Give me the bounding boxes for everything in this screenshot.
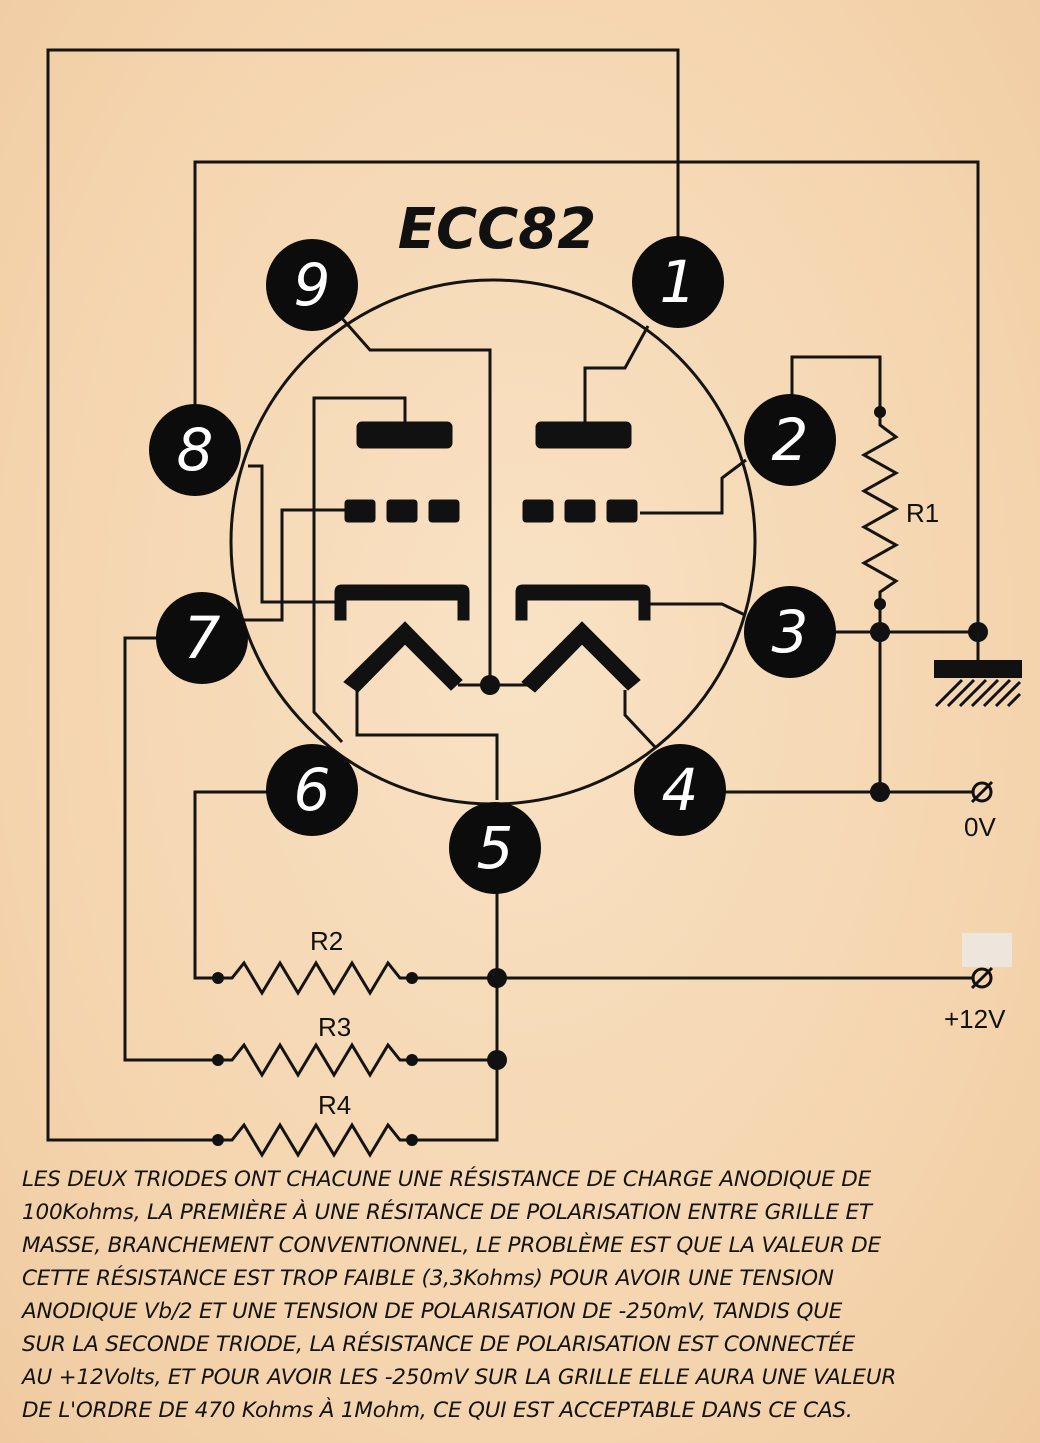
wire-cathode-right xyxy=(650,602,746,617)
note-line: SUR LA SECONDE TRIODE, LA RÉSISTANCE DE … xyxy=(22,1332,856,1357)
pin-5-label: 5 xyxy=(477,814,514,882)
note-line: CETTE RÉSISTANCE EST TROP FAIBLE (3,3Koh… xyxy=(22,1266,834,1291)
wire-anode-left xyxy=(312,396,407,744)
wire-pin9-heater-center xyxy=(338,315,492,685)
wire-pin5-bus xyxy=(415,890,499,1142)
pin-8-label: 8 xyxy=(177,416,214,484)
pin-1: 1 xyxy=(632,236,724,328)
r1-end-top xyxy=(874,406,886,418)
junction-12v xyxy=(487,968,507,988)
resistor-r4 xyxy=(218,1122,412,1158)
wire-cathode-left xyxy=(248,464,340,604)
resistor-r1 xyxy=(860,412,900,605)
grid-left-3 xyxy=(428,499,460,523)
pin-4: 4 xyxy=(634,744,726,836)
wire-pin7-r3 xyxy=(123,636,215,1062)
pin-7-label: 7 xyxy=(184,604,221,672)
note-line: MASSE, BRANCHEMENT CONVENTIONNEL, LE PRO… xyxy=(22,1233,881,1258)
pin-9: 9 xyxy=(266,239,358,331)
wire-pin2-r1 xyxy=(790,355,882,410)
grid-right-3 xyxy=(606,499,638,523)
pin-3-label: 3 xyxy=(772,598,809,666)
terminal-12v-label: +12V xyxy=(944,1004,1006,1034)
tube-envelope xyxy=(229,278,757,806)
note-line: AU +12Volts, ET POUR AVOIR LES -250mV SU… xyxy=(22,1365,897,1390)
grid-left-2 xyxy=(386,499,418,523)
anode-right xyxy=(535,421,632,449)
anode-left xyxy=(356,421,453,449)
background-patch xyxy=(962,933,1012,967)
r4-end-right xyxy=(406,1134,418,1146)
r2-label: R2 xyxy=(310,926,343,956)
pin-2: 2 xyxy=(744,394,836,486)
note-line: ANODIQUE Vb/2 ET UNE TENSION DE POLARISA… xyxy=(22,1299,843,1324)
pin-4-label: 4 xyxy=(662,756,699,824)
wire-pin6-r2 xyxy=(193,790,268,980)
grid-right-2 xyxy=(564,499,596,523)
cathode-left xyxy=(334,584,470,621)
pin-8: 8 xyxy=(149,404,241,496)
junction-heater xyxy=(480,675,500,695)
grid-right-1 xyxy=(522,499,554,523)
wire-grid-left xyxy=(240,508,350,622)
wire-pin1-r4 xyxy=(46,48,680,1142)
note-line: LES DEUX TRIODES ONT CHACUNE UNE RÉSISTA… xyxy=(22,1167,872,1192)
pin-5: 5 xyxy=(449,802,541,894)
ground-bar xyxy=(934,660,1022,678)
wire-pin8-ground xyxy=(193,160,980,632)
wire-heater-right xyxy=(623,690,658,750)
pin-6: 6 xyxy=(266,744,358,836)
pin-6-label: 6 xyxy=(294,756,331,824)
wire-grid-right xyxy=(640,458,747,515)
ground-hatch xyxy=(934,678,1022,708)
grid-left-1 xyxy=(344,499,376,523)
r3-label: R3 xyxy=(318,1012,351,1042)
pin-3: 3 xyxy=(744,586,836,678)
tube-title: ECC82 xyxy=(398,197,596,262)
explanation-text: LES DEUX TRIODES ONT CHACUNE UNE RÉSISTA… xyxy=(22,1163,1022,1427)
wire-heater-left xyxy=(355,690,499,800)
note-line: 100Kohms, LA PREMIÈRE À UNE RÉSITANCE DE… xyxy=(22,1200,872,1225)
junction-r1-pin3 xyxy=(870,622,890,642)
heater-left xyxy=(343,621,463,693)
pin-7: 7 xyxy=(156,592,248,684)
r4-label: R4 xyxy=(318,1090,351,1120)
terminal-0v-label: 0V xyxy=(964,812,996,842)
junction-0v xyxy=(870,782,890,802)
cathode-right xyxy=(515,584,651,621)
r2-end-right xyxy=(406,972,418,984)
resistor-r3 xyxy=(218,1042,412,1078)
r4-end-left xyxy=(212,1134,224,1146)
r3-end-left xyxy=(212,1054,224,1066)
heater-right xyxy=(521,621,641,693)
pin-9-label: 9 xyxy=(294,251,331,319)
terminal-12v xyxy=(970,966,994,990)
terminal-0v xyxy=(970,780,994,804)
r2-end-left xyxy=(212,972,224,984)
r3-end-right xyxy=(406,1054,418,1066)
wire-anode-right xyxy=(583,325,650,425)
junction-r3 xyxy=(487,1050,507,1070)
pin-2-label: 2 xyxy=(772,406,809,474)
resistor-r2 xyxy=(218,960,412,996)
r1-end-bottom xyxy=(874,598,886,610)
pin-1-label: 1 xyxy=(660,248,697,316)
note-line: DE L'ORDRE DE 470 Kohms À 1Mohm, CE QUI … xyxy=(22,1398,853,1423)
r1-label: R1 xyxy=(906,498,939,528)
